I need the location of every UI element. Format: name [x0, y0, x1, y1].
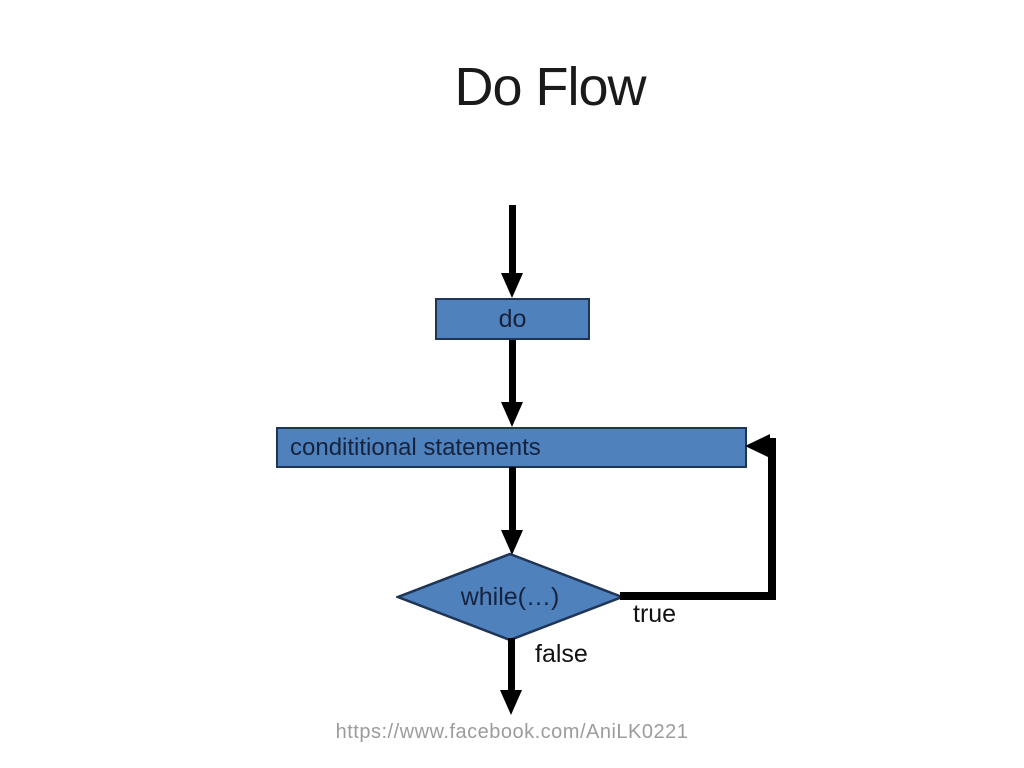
false-exit-arrowhead-icon: [500, 690, 522, 715]
do-to-conditional-arrowhead-icon: [501, 402, 523, 427]
conditional-to-while-arrow-line: [509, 467, 516, 532]
true-loop-horizontal-line: [620, 592, 776, 600]
process-box-conditional-statements-label: condititional statements: [290, 433, 541, 461]
edge-label-true: true: [633, 600, 677, 628]
process-box-conditional-statements: condititional statements: [276, 427, 747, 468]
false-exit-arrow-line: [508, 638, 515, 694]
edge-label-false: false: [535, 640, 588, 668]
process-box-do-label: do: [498, 304, 527, 333]
watermark-url: https://www.facebook.com/AniLK0221: [335, 721, 689, 743]
true-loop-vertical-line: [768, 438, 776, 600]
entry-arrowhead-icon: [501, 273, 523, 298]
decision-diamond-while-label: while(…): [460, 582, 560, 611]
do-to-conditional-arrow-line: [509, 340, 516, 404]
slide-title: Do Flow: [454, 57, 646, 117]
true-loop-arrowhead-icon: [745, 434, 770, 458]
entry-arrow-line: [509, 205, 516, 275]
conditional-to-while-arrowhead-icon: [501, 530, 523, 555]
process-box-do: do: [435, 298, 590, 340]
